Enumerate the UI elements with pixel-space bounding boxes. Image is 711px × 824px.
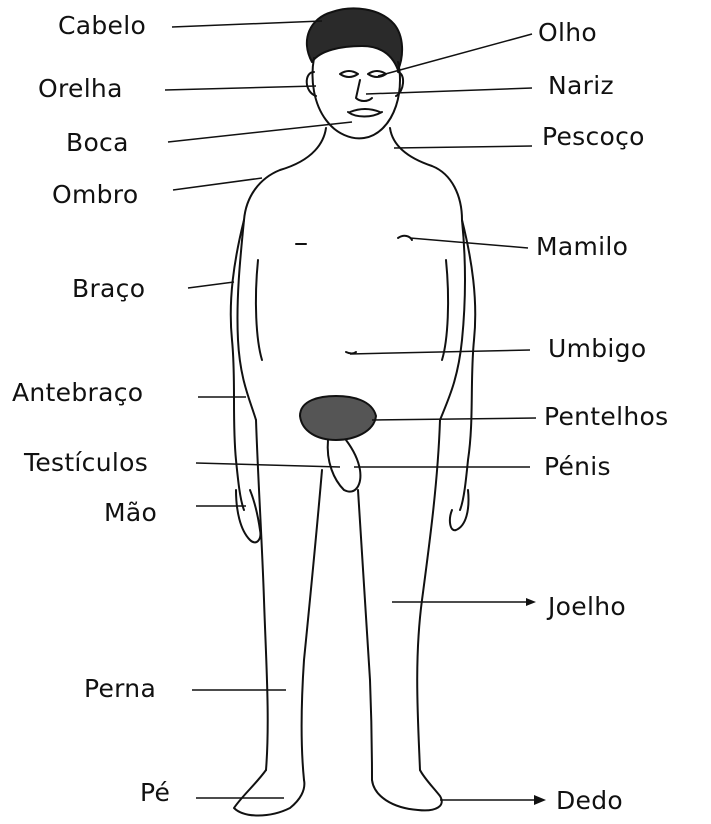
label-mamilo: Mamilo (536, 234, 628, 259)
dedo-arrowhead (534, 795, 546, 805)
leader-pescoco (394, 146, 532, 148)
leader-nariz (366, 88, 532, 94)
label-cabelo: Cabelo (58, 13, 146, 38)
label-dedo: Dedo (556, 788, 623, 813)
label-nariz: Nariz (548, 73, 614, 98)
label-braco: Braço (72, 276, 145, 301)
label-antebraco: Antebraço (12, 380, 143, 405)
leader-boca (168, 122, 352, 142)
leader-orelha (165, 86, 316, 90)
label-mao: Mão (104, 500, 157, 525)
label-pescoco: Pescoço (542, 124, 645, 149)
label-pentelhos: Pentelhos (544, 404, 668, 429)
leader-testiculos (196, 463, 340, 467)
label-joelho: Joelho (548, 594, 626, 619)
label-pe: Pé (140, 780, 170, 805)
leader-olho (378, 34, 532, 76)
label-ombro: Ombro (52, 182, 138, 207)
leader-umbigo (350, 350, 530, 354)
leader-cabelo (172, 21, 322, 27)
label-boca: Boca (66, 130, 129, 155)
leader-ombro (173, 178, 262, 190)
label-orelha: Orelha (38, 76, 123, 101)
label-testiculos: Testículos (24, 450, 148, 475)
label-perna: Perna (84, 676, 156, 701)
joelho-arrowhead (526, 598, 536, 606)
label-penis: Pénis (544, 454, 611, 479)
label-olho: Olho (538, 20, 597, 45)
leader-mamilo (410, 238, 528, 248)
leader-braco (188, 282, 234, 288)
leader-pentelhos (372, 418, 536, 420)
label-umbigo: Umbigo (548, 336, 646, 361)
